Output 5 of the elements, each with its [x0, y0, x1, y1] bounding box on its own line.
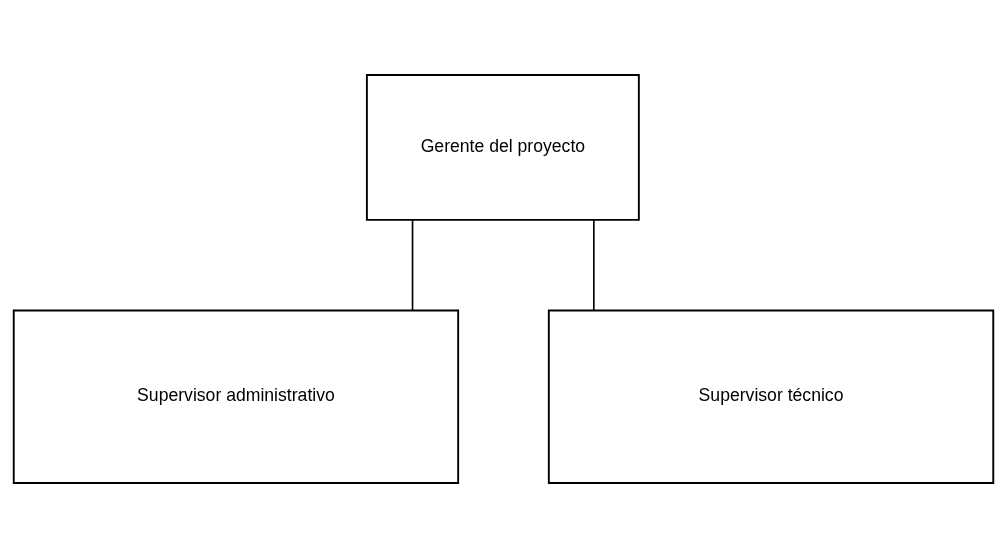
connector — [593, 219, 595, 312]
node-box: Supervisor técnico — [547, 309, 995, 484]
node-box: Supervisor administrativo — [12, 309, 460, 484]
node-box: Gerente del proyecto — [365, 74, 640, 221]
connector — [411, 219, 414, 312]
